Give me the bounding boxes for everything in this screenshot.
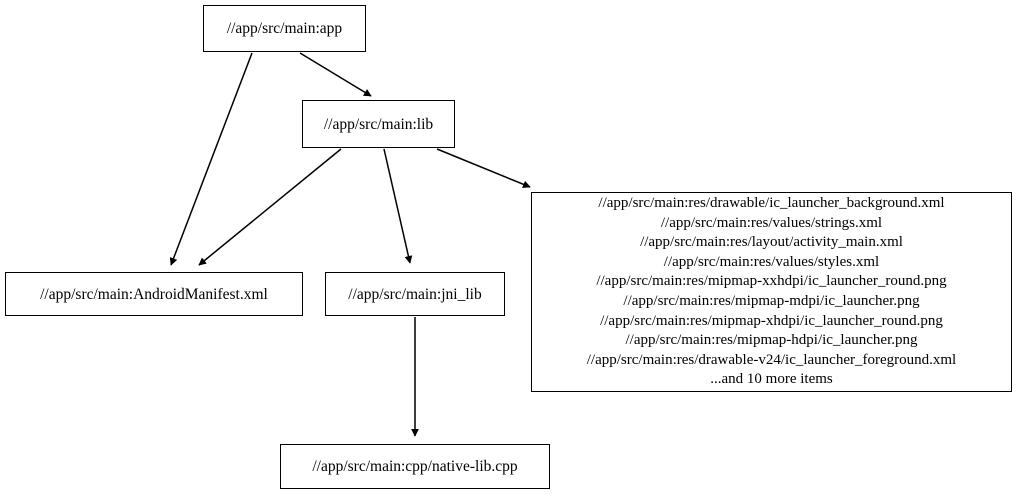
edge-app-to-lib xyxy=(299,52,372,97)
node-lib-label: //app/src/main:lib xyxy=(323,115,434,133)
node-native-lib-cpp[interactable]: //app/src/main:cpp/native-lib.cpp xyxy=(280,444,550,489)
node-android-manifest-label: //app/src/main:AndroidManifest.xml xyxy=(40,285,268,303)
node-app-label: //app/src/main:app xyxy=(226,20,343,37)
node-jni-lib[interactable]: //app/src/main:jni_lib xyxy=(325,272,505,316)
edge-lib-to-resources xyxy=(436,148,531,188)
node-jni-lib-label: //app/src/main:jni_lib xyxy=(348,285,482,303)
edge-app-to-manifest xyxy=(169,52,253,266)
node-android-manifest[interactable]: //app/src/main:AndroidManifest.xml xyxy=(5,272,303,316)
node-resources-label: //app/src/main:res/drawable/ic_launcher_… xyxy=(586,195,957,388)
node-native-lib-cpp-label: //app/src/main:cpp/native-lib.cpp xyxy=(312,458,518,475)
node-resources[interactable]: //app/src/main:res/drawable/ic_launcher_… xyxy=(531,192,1012,392)
edge-lib-to-jni-lib xyxy=(383,148,413,264)
edge-lib-to-manifest xyxy=(198,148,342,266)
node-app[interactable]: //app/src/main:app xyxy=(203,5,366,52)
node-lib[interactable]: //app/src/main:lib xyxy=(302,100,455,148)
